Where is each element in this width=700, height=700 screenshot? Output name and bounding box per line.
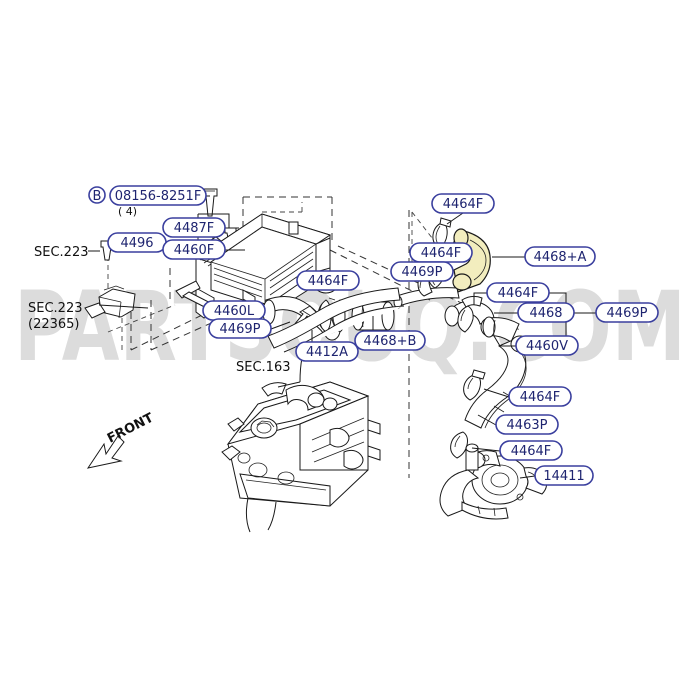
part-label-capsule [162,239,226,260]
part-label-capsule [517,302,575,323]
part-label-4464f[interactable]: 4464F [431,193,495,214]
part-label-text: 4464F [511,444,552,459]
part-label-capsule [499,440,563,461]
part-label-text: 4469P [402,265,443,280]
part-label-4463p[interactable]: 4463P [495,414,559,435]
part-label-14411[interactable]: 14411 [534,465,594,486]
part-label-text: 4460F [174,243,215,258]
part-label-capsule [431,193,495,214]
part-label-capsule [495,414,559,435]
part-label-4412a[interactable]: 4412A [295,341,359,362]
part-label-4468[interactable]: 4468 [517,302,575,323]
part-label-text: 4463P [507,418,548,433]
part-label-text: 4469P [607,306,648,321]
section-ref-sec-163: SEC.163 [236,360,291,375]
part-label-text: 4468 [529,306,562,321]
part-label-text: 4464F [498,286,539,301]
part-label-text: 4496 [120,236,153,251]
clamp-4464F-bottom-1 [463,369,486,401]
part-label-text: 14411 [543,469,584,484]
part-label-text: 4464F [443,197,484,212]
part-label-capsule [515,335,579,356]
callout-badge-part-number: 08156-8251F [115,189,202,204]
part-label-capsule [524,246,596,267]
part-label-text: 4487F [174,221,215,236]
part-label-4496[interactable]: 4496 [107,232,167,253]
part-label-capsule [390,261,454,282]
part-label-4464f[interactable]: 4464F [508,386,572,407]
intercooler-assembly [175,213,339,323]
front-direction-arrow [86,435,125,469]
front-direction-label: FRONT [105,411,156,447]
part-label-4460f[interactable]: 4460F [162,239,226,260]
part-label-capsule [208,318,272,339]
part-label-4469p[interactable]: 4469P [390,261,454,282]
part-label-text: 4464F [421,246,462,261]
part-label-4464f[interactable]: 4464F [296,270,360,291]
part-label-4464f[interactable]: 4464F [409,242,473,263]
part-label-text: 4464F [520,390,561,405]
clamp-4464F-right [457,305,474,333]
part-label-4460l[interactable]: 4460L [202,300,266,321]
callout-badge-letter: B [93,189,102,204]
part-label-text: 4460L [214,304,255,319]
part-label-4468-b[interactable]: 4468+B [354,330,426,351]
section-ref-sec-223-lower-sub: (22365) [28,317,80,332]
part-label-text: 4464F [308,274,349,289]
part-label-capsule [295,341,359,362]
part-label-text: 4460V [526,339,568,354]
clamp-4464F-top [432,217,452,249]
part-label-capsule [534,465,594,486]
part-label-4464f[interactable]: 4464F [499,440,563,461]
part-label-capsule [162,217,226,238]
part-label-capsule [296,270,360,291]
part-label-text: 4412A [306,345,348,360]
leader-lines [88,195,596,479]
part-label-capsule [595,302,659,323]
section-ref-sec-223-upper: SEC.223 [34,245,89,260]
part-label-4469p[interactable]: 4469P [595,302,659,323]
turbocharger-14411 [439,443,548,520]
part-label-4468-a[interactable]: 4468+A [524,246,596,267]
sensor-22365 [84,285,136,319]
engine-assembly-sec163 [221,357,381,533]
part-label-4469p[interactable]: 4469P [208,318,272,339]
callout-badge-quantity: ( 4) [118,205,137,218]
part-label-text: 4468+A [534,250,587,265]
part-label-capsule [508,386,572,407]
hose-4468-right [482,316,520,343]
part-label-capsule [486,282,550,303]
callout-badge-part: 08156-8251F [109,185,207,206]
part-label-4460v[interactable]: 4460V [515,335,579,356]
part-label-group: 4496 4487F 4460F 4464F 4460L 4469P 4412A 4468+B… [107,193,659,486]
section-ref-sec-223-lower: SEC.223 [28,301,83,316]
callout-badge-B: B [88,186,106,204]
part-label-4487f[interactable]: 4487F [162,217,226,238]
part-label-text: 4469P [220,322,261,337]
part-label-capsule [354,330,426,351]
clamp-4464F-bottom-2 [450,431,468,459]
part-label-text: 4468+B [364,334,417,349]
part-label-4464f[interactable]: 4464F [486,282,550,303]
